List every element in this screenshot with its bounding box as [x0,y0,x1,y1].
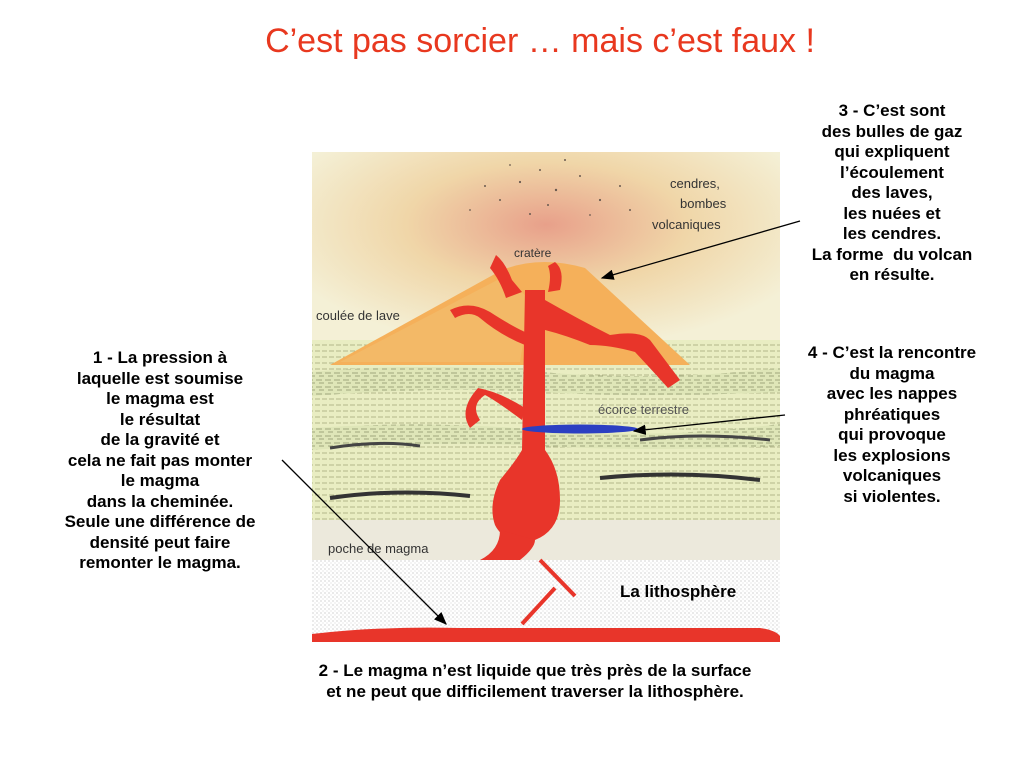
note-3-line: qui expliquent [834,142,950,161]
note-2-lithosphere: 2 - Le magma n’est liquide que très près… [220,661,850,702]
arrow-note-1 [281,459,447,625]
note-4-line: si violentes. [843,486,941,506]
note-3-line: La forme du volcan [811,244,973,264]
note-3-line: des laves, [851,183,933,202]
label-poche: poche de magma [328,541,429,556]
label-coulee: coulée de lave [316,308,400,323]
label-cendres-1: cendres, [670,176,720,191]
note-4-rencontre: 4 - C’est la rencontre du magma avec les… [772,343,1012,507]
note-1-line: densité peut faire [89,532,231,552]
note-4-line: les explosions [833,445,951,465]
note-4-line: avec les nappes [826,384,958,403]
slide-title: C’est pas sorcier … mais c’est faux ! [265,22,815,60]
arrow-note-3 [600,220,801,280]
note-1-line: dans la cheminée. [86,491,234,511]
note-3-line: les cendres. [842,224,942,243]
note-4-line: volcaniques [842,466,942,485]
note-3-line: des bulles de gaz [821,121,963,141]
note-4-line: 4 - C’est la rencontre [807,343,977,362]
water-lens [522,424,638,434]
magma-conduit [450,255,680,560]
note-1-line: remonter le magma. [79,553,241,572]
note-1-pression: 1 - La pression à laquelle est soumise l… [20,348,300,574]
label-cendres-3: volcaniques [652,217,721,232]
note-3-line: en résulte. [849,265,935,284]
label-lithosphere: La lithosphère [620,582,736,601]
note-1-line: de la gravité et [100,430,220,449]
ash-speckles [469,159,631,216]
deep-magma [312,627,780,642]
note-3-line: 3 - C’est sont [838,101,946,120]
note-3-line: les nuées et [843,203,941,223]
note-1-line: laquelle est soumise [76,368,244,388]
note-1-line: le magma [120,471,200,490]
label-cendres-2: bombes [680,196,727,211]
lithosphere-dikes [520,558,577,626]
note-4-line: qui provoque [838,425,946,444]
note-3-gaz: 3 - C’est sont des bulles de gaz qui exp… [780,101,1004,286]
note-1-line: 1 - La pression à [92,348,228,367]
note-2-line: 2 - Le magma n’est liquide que très près… [318,661,752,680]
note-4-line: du magma [849,363,935,383]
note-1-line: cela ne fait pas monter [67,450,253,470]
note-3-line: l’écoulement [840,162,944,182]
note-1-line: Seule une différence de [64,512,256,531]
note-1-line: le résultat [119,409,201,429]
note-4-line: phréatiques [843,404,941,424]
note-1-line: le magma est [106,389,214,408]
label-ecorce: écorce terrestre [598,402,689,417]
arrow-note-4 [632,414,786,435]
label-cratere: cratère [514,246,552,260]
note-2-line: et ne peut que difficilement traverser l… [326,681,744,701]
